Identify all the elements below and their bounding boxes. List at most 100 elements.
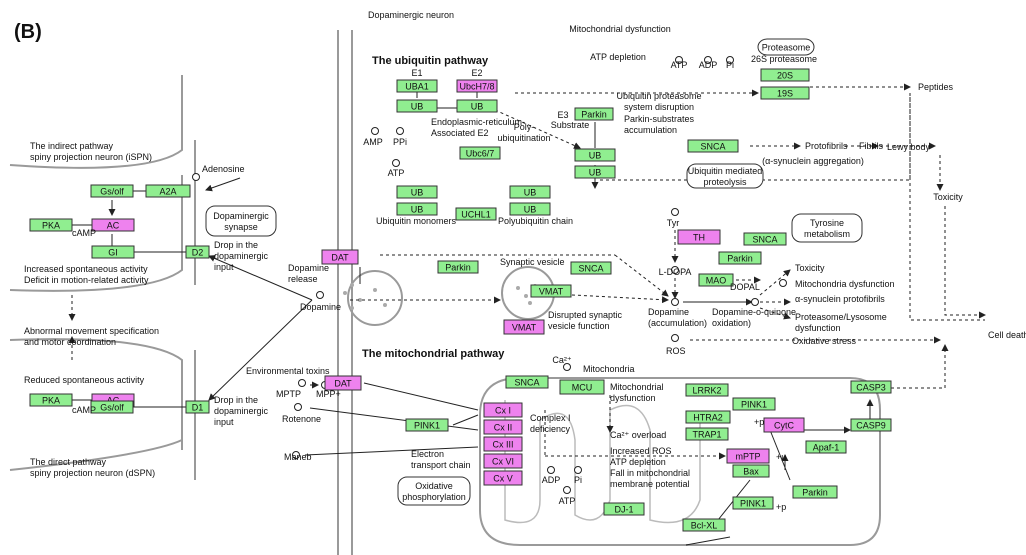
label-line: ADP: [699, 60, 718, 70]
mitochondrion-outline: [479, 377, 881, 546]
node-parkin-ves: Parkin: [437, 260, 479, 274]
node-trap1: TRAP1: [685, 427, 729, 441]
label-line: input: [214, 417, 234, 427]
label-line: Ubiquitin monomers: [376, 216, 457, 226]
node-gs-olf-bottom: Gs/olf: [90, 400, 134, 414]
label-polyub: Poly-ubiquitination: [497, 122, 550, 143]
label-line: dopaminergic: [214, 251, 269, 261]
label-line: Dopamine-o-quinone: [712, 307, 796, 317]
node-d2: D2: [185, 245, 210, 259]
map-link-box: [397, 476, 471, 506]
node-label: Cx II: [494, 422, 513, 432]
node-box: [321, 249, 359, 265]
label-camp-top: cAMP: [72, 228, 96, 238]
label-line: Complex I: [530, 413, 571, 423]
label-line: Poly-: [514, 122, 535, 132]
node-cytc: CytC: [763, 417, 805, 433]
label-line: Reduced spontaneous activity: [24, 375, 145, 385]
label-line: L-DOPA: [659, 267, 692, 277]
node-box: [732, 496, 774, 510]
node-pka-bottom: PKA: [29, 393, 73, 407]
label-line: ATP: [388, 168, 405, 178]
node-box: [574, 148, 616, 162]
label-line: system disruption: [624, 102, 694, 112]
node-vmat-ves: VMAT: [530, 284, 572, 298]
node-box: [685, 383, 729, 397]
node-label: MAO: [706, 275, 727, 285]
label-line: Tyr: [667, 218, 680, 228]
label-atp-top: ATP: [671, 60, 688, 70]
node-pink1-top: PINK1: [732, 397, 776, 411]
node-parkin-mao: Parkin: [718, 251, 762, 265]
node-label: DAT: [334, 378, 352, 388]
label-line: Associated E2: [431, 128, 489, 138]
node-box: [483, 419, 523, 435]
label-line: Disrupted synaptic: [548, 310, 623, 320]
label-line: Protofibrils: [805, 141, 848, 151]
node-cx6: Cx VI: [483, 453, 523, 469]
label-mpp: MPP+: [316, 389, 341, 399]
node-box: [396, 202, 438, 216]
label-asyn-aggregation: (α-synuclein aggregation): [762, 156, 864, 166]
label-line: Deficit in motion-related activity: [24, 275, 149, 285]
node-box: [574, 107, 614, 121]
node-casp3: CASP3: [850, 380, 892, 394]
node-box: [483, 436, 523, 452]
label-line: Toxicity: [795, 263, 825, 273]
label-line: MPP+: [316, 389, 341, 399]
node-parkin-e3: Parkin: [574, 107, 614, 121]
label-line: Maneb: [284, 452, 312, 462]
map-link-line: synapse: [224, 222, 258, 232]
node-box: [743, 232, 787, 246]
node-th: TH: [677, 229, 721, 245]
node-a2a: A2A: [145, 184, 191, 198]
map-link-line: proteolysis: [703, 177, 747, 187]
node-label: TRAP1: [692, 429, 721, 439]
node-label: Cx VI: [492, 456, 514, 466]
label-u-bax: +u: [776, 452, 786, 462]
node-label: D2: [192, 247, 204, 257]
node-label: CytC: [774, 420, 795, 430]
node-snca-th: SNCA: [743, 232, 787, 246]
label-dopaminergic-neuron: Dopaminergic neuron: [368, 10, 454, 20]
label-line: ATP: [671, 60, 688, 70]
label-adenosine: Adenosine: [202, 164, 245, 174]
label-fibrils: Fibrils: [859, 141, 883, 151]
node-box: [505, 375, 549, 389]
node-box: [677, 229, 721, 245]
label-line: spiny projection neuron (dSPN): [30, 468, 155, 478]
node-label: D1: [192, 402, 204, 412]
label-line: ubiquitination: [497, 133, 550, 143]
node-box: [850, 418, 892, 432]
label-camp-bottom: cAMP: [72, 405, 96, 415]
node-label: MCU: [572, 382, 593, 392]
node-ub-mono1: UB: [396, 185, 438, 199]
label-pi-top: Pi: [726, 60, 734, 70]
node-box: [850, 380, 892, 394]
label-line: E3: [557, 110, 568, 120]
ubiquitin-pathway-heading: The ubiquitin pathway: [372, 55, 489, 67]
node-d1: D1: [185, 400, 210, 414]
label-line: Parkin-substrates: [624, 114, 695, 124]
label-asyn-protofibrils: α-synuclein protofibrils: [795, 294, 885, 304]
label-line: PPi: [393, 137, 407, 147]
node-cx3: Cx III: [483, 436, 523, 452]
node-dat-bottom: DAT: [324, 375, 362, 391]
node-box: [760, 86, 810, 100]
node-label: CASP3: [856, 382, 886, 392]
node-ub-mono2: UB: [396, 202, 438, 216]
node-label: GI: [108, 247, 118, 257]
headings: (B) The ubiquitin pathway The mitochondr…: [14, 21, 505, 360]
label-line: Lewy body: [887, 142, 931, 152]
label-line: transport chain: [411, 460, 471, 470]
node-box: [456, 99, 498, 113]
node-ubch78: UbcH7/8: [456, 79, 498, 93]
node-box: [732, 397, 776, 411]
label-reduced-activity: Reduced spontaneous activity: [24, 375, 145, 385]
label-line: Dopamine: [300, 302, 341, 312]
